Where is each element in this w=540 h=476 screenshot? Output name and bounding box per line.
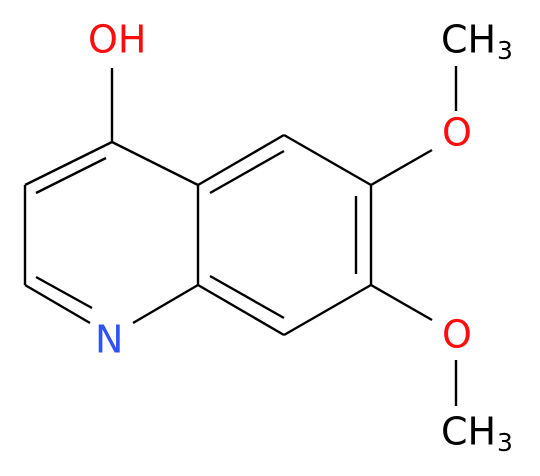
methyl-top-subscript: 3: [497, 36, 513, 65]
oxygen-7-label: O: [442, 313, 472, 357]
hydroxyl-label: OH: [88, 18, 146, 62]
methyl-bottom-subscript: 3: [497, 428, 513, 457]
methyl-bottom-text: CH: [441, 410, 496, 454]
bond-c4a-c5: [197, 133, 285, 187]
bond-n1-c8a: [132, 283, 199, 325]
bond-c4a-c4: [111, 140, 199, 187]
bond-c2-n1-inner: [35, 275, 93, 310]
bond-c4-c3-inner: [35, 156, 107, 195]
bond-c5-c6: [283, 133, 372, 187]
bonds: [23, 66, 458, 406]
methyl-bottom-label: CH 3: [441, 410, 513, 458]
bond-c6-o6: [370, 148, 433, 187]
bond-c7-c8: [283, 283, 372, 337]
methyl-top-label: CH 3: [441, 18, 513, 66]
bond-c7-o7: [370, 283, 433, 322]
bond-c4-c3: [24, 140, 113, 187]
nitrogen-label: N: [95, 318, 123, 362]
bond-c8-c8a: [197, 283, 285, 337]
atom-labels: OH N O O CH 3 CH 3: [88, 18, 513, 458]
bond-c8-c8a-inner: [209, 274, 285, 320]
bond-c2-n1: [24, 283, 91, 325]
oxygen-6-label: O: [442, 111, 472, 155]
methyl-top-text: CH: [441, 18, 496, 62]
bond-c4a-c5-inner: [209, 149, 285, 195]
